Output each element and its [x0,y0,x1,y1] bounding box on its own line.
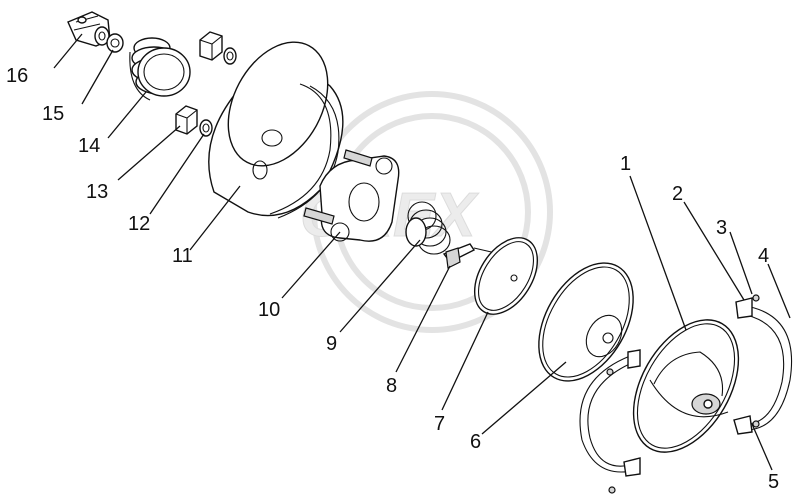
part-lock-washer [199,119,213,137]
part-dust-boot [129,37,191,101]
part-clamp-ring-left [579,349,641,477]
callout-16: 16 [6,65,28,87]
callout-11: 11 [172,245,193,267]
callout-labels: 16 15 14 13 12 11 10 9 8 7 6 1 2 3 4 5 [6,65,779,493]
callout-7: 7 [434,413,445,435]
callout-4: 4 [758,245,769,267]
callout-12: 12 [128,213,150,235]
part-housing [208,41,344,219]
callout-15: 15 [42,103,64,125]
callout-3: 3 [716,217,727,239]
callout-5: 5 [768,471,779,493]
callout-10: 10 [258,299,280,321]
part-push-rod [442,243,501,269]
part-small-fasteners [606,294,760,494]
callout-8: 8 [386,375,397,397]
callout-1: 1 [620,153,631,175]
part-nut-13 [175,105,198,135]
part-nut-upper [199,31,237,65]
callout-6: 6 [470,431,481,453]
part-clevis [67,11,111,47]
leader-lines [53,33,791,471]
part-cover [632,319,740,453]
part-mounting-flange [303,149,400,242]
part-nut-15 [106,33,124,53]
callout-9: 9 [326,333,337,355]
part-return-spring [405,201,451,255]
callout-2: 2 [672,183,683,205]
part-clamp-ring-right [733,297,793,435]
callout-14: 14 [78,135,100,157]
part-pressure-plate [473,237,539,315]
callout-13: 13 [86,181,108,203]
part-diaphragm [538,262,634,382]
